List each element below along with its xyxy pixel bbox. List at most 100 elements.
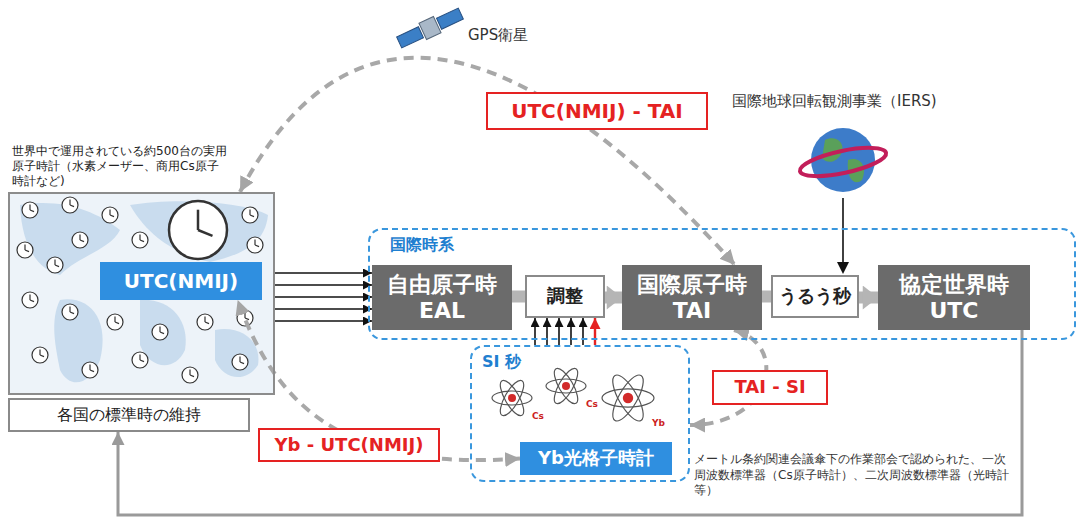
map-panel: 世界中で運用されている約500台の実用原子時計（水素メーザー、商用Cs原子時計な… — [8, 192, 275, 395]
box-label: Yb光格子時計 — [538, 448, 654, 469]
time-flow-band — [605, 292, 622, 304]
clock-face — [242, 207, 258, 223]
adjust-box: 調整 — [525, 275, 605, 318]
arrow-head — [837, 262, 849, 274]
clock-face — [152, 324, 168, 340]
solar-panel — [397, 27, 424, 48]
atom-orbit — [550, 365, 582, 407]
clock-hand — [114, 316, 115, 322]
clock-hand — [255, 245, 259, 247]
input-arrows — [275, 273, 372, 321]
caption-text: GPS衛星 — [468, 26, 528, 46]
clock-hand — [90, 370, 94, 372]
ierS-arrow — [842, 198, 844, 266]
clock-face — [197, 314, 213, 330]
time-flow-band — [859, 292, 878, 304]
standard-arrow — [546, 318, 548, 345]
box-label: TAI - SI — [734, 377, 805, 398]
leap-second-box: うるう秒 — [771, 275, 859, 318]
clock-hand — [24, 244, 25, 250]
box-label: 各国の標準時の維持 — [57, 406, 201, 424]
clock-hand — [115, 322, 119, 324]
output-box: 各国の標準時の維持 — [8, 398, 250, 432]
clock-hand — [140, 360, 144, 362]
atom-label: Cs — [586, 399, 598, 411]
clock-hand — [240, 362, 244, 364]
time-box: 国際原子時TAI — [622, 265, 762, 330]
continent — [130, 201, 268, 262]
org-label: 国際地球回転観測事業（IERS) — [732, 92, 937, 112]
atom-orbit — [546, 379, 586, 393]
region-title: 国際時系 — [390, 235, 454, 256]
clock-face — [22, 202, 38, 218]
atom-orbit — [607, 371, 649, 425]
atom-group — [492, 365, 654, 425]
box-label: うるう秒 — [779, 286, 851, 307]
time-flow-band — [762, 291, 771, 303]
box-label: UTC(NMIJ) - TAI — [511, 100, 683, 123]
map-ground — [9, 193, 274, 394]
clock-hand — [197, 210, 200, 230]
clock-face — [169, 201, 227, 259]
clock-hand — [190, 375, 194, 377]
distribution-line — [118, 330, 1022, 515]
optical-clock-arrow — [594, 318, 596, 345]
clock-face — [32, 347, 48, 363]
clock-hand — [110, 215, 114, 217]
box-label: EAL — [419, 298, 465, 323]
clock-face — [132, 352, 148, 368]
clock-face — [72, 232, 88, 248]
clock-hand — [249, 209, 250, 215]
clock-face — [22, 292, 38, 308]
clock-face — [17, 242, 33, 258]
time-flow-band — [512, 291, 525, 303]
clock-hand — [109, 209, 110, 215]
satellite-body — [419, 16, 441, 39]
clock-hand — [245, 318, 249, 320]
continent — [215, 329, 258, 377]
input-arrow — [275, 296, 372, 298]
globe — [798, 128, 889, 192]
box-label: TAI — [673, 298, 712, 323]
clock-hand — [29, 204, 30, 210]
time-box: 自由原子時EAL — [372, 265, 512, 330]
clock-hand — [80, 240, 84, 242]
box-label: 協定世界時 — [899, 272, 1009, 297]
clock-hand — [139, 234, 140, 240]
atom-orbit — [550, 365, 582, 407]
clock-hand — [140, 240, 144, 242]
atom-orbit — [492, 391, 532, 405]
region-title: SI 秒 — [482, 352, 521, 373]
gps-satellite — [395, 5, 464, 50]
clock-hand — [54, 259, 55, 265]
clock-hand — [70, 312, 74, 314]
clock-hand — [159, 326, 160, 332]
clock-face — [82, 362, 98, 378]
clock-box: Yb光格子時計 — [520, 442, 672, 475]
gps-link — [240, 58, 735, 265]
clock-hand — [25, 250, 29, 252]
clock-face — [47, 257, 63, 273]
note-text: メートル条約関連会議傘下の作業部会で認められた、一次周波数標準器（Cs原子時計）… — [694, 452, 1014, 499]
box-label: UTC — [929, 298, 978, 323]
system-region: 国際時系自由原子時EAL 調整国際原子時TAI うるう秒 協定世界時UTC — [368, 228, 1076, 340]
atom-nucleus — [623, 393, 633, 403]
clock-face — [182, 367, 198, 383]
input-arrow — [275, 284, 372, 286]
clock-hand — [198, 230, 213, 236]
clock-hand — [70, 205, 74, 207]
clock-hand — [239, 356, 240, 362]
standard-arrow — [570, 318, 572, 345]
atom-nucleus — [562, 382, 570, 390]
clock-hand — [30, 300, 34, 302]
clock-hand — [204, 316, 205, 322]
atom-label: Yb — [652, 418, 665, 430]
clock-group — [17, 197, 263, 383]
standard-arrow — [558, 318, 560, 345]
si-region: SI 秒 Yb光格子時計 — [470, 345, 690, 482]
clock-hand — [205, 322, 209, 324]
clock-hand — [30, 210, 34, 212]
clock-face — [102, 207, 118, 223]
clock-hand — [55, 265, 59, 267]
input-arrow — [275, 272, 372, 274]
